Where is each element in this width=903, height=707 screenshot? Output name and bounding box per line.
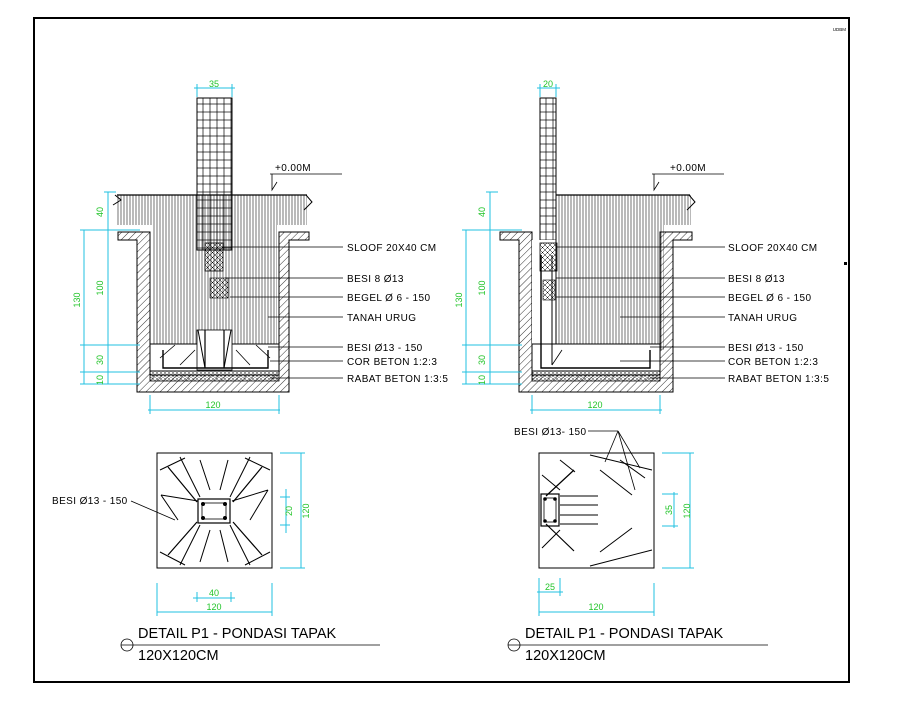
right-plan-dim-120h: 120 <box>588 602 603 612</box>
right-title: DETAIL P1 - PONDASI TAPAK <box>525 626 724 642</box>
right-level-label: +0.00M <box>670 163 706 174</box>
right-dim-col: 20 <box>543 79 553 89</box>
right-plan-dimensions: 35 120 25 120 <box>537 452 694 616</box>
right-subtitle: 120X120CM <box>525 648 606 664</box>
right-dim-width: 120 <box>587 400 602 410</box>
left-subtitle: 120X120CM <box>138 648 219 664</box>
right-section-view <box>499 97 696 393</box>
right-column <box>539 97 557 259</box>
right-label-besi13: BESI Ø13 - 150 <box>728 343 804 354</box>
sheet-border <box>33 17 850 683</box>
left-dim-10: 10 <box>95 375 105 385</box>
left-label-besi8: BESI 8 Ø13 <box>347 274 404 285</box>
left-sloof <box>204 242 224 272</box>
left-dim-130: 130 <box>72 292 82 307</box>
right-label-besi8: BESI 8 Ø13 <box>728 274 785 285</box>
right-label-rabat: RABAT BETON 1:3:5 <box>728 374 829 385</box>
left-lean-concrete <box>149 370 280 382</box>
right-labels: SLOOF 20X40 CM BESI 8 Ø13 BEGEL Ø 6 - 15… <box>556 243 829 385</box>
left-plan-dim-40: 40 <box>209 588 219 598</box>
left-plan-dimensions: 20 120 40 120 <box>156 452 311 616</box>
left-label-sloof: SLOOF 20X40 CM <box>347 243 437 254</box>
left-dim-width: 120 <box>205 400 220 410</box>
left-plan-view <box>156 452 273 569</box>
right-plan-label: BESI Ø13- 150 <box>514 427 586 438</box>
right-label-begel: BEGEL Ø 6 - 150 <box>728 293 811 304</box>
right-label-sloof: SLOOF 20X40 CM <box>728 243 818 254</box>
left-dim-30: 30 <box>95 355 105 365</box>
left-rebar-bottom <box>162 350 269 369</box>
right-dim-40: 40 <box>477 207 487 217</box>
right-dim-30: 30 <box>477 355 487 365</box>
left-label-tanah: TANAH URUG <box>347 313 416 324</box>
right-plan-dim-35: 35 <box>664 505 674 515</box>
left-dim-100: 100 <box>95 280 105 295</box>
left-dim-40: 40 <box>95 207 105 217</box>
right-plan-dim-25: 25 <box>545 582 555 592</box>
left-dim-col: 35 <box>209 79 219 89</box>
right-label-tanah: TANAH URUG <box>728 313 797 324</box>
right-plan-view <box>538 452 655 569</box>
right-dimensions: 20 40 100 130 30 10 120 <box>454 79 662 414</box>
left-plan-dim-120h: 120 <box>206 602 221 612</box>
left-label-cor: COR BETON 1:2:3 <box>347 357 437 368</box>
right-plan-column <box>540 493 560 527</box>
left-plan-dim-20: 20 <box>284 506 294 516</box>
left-label-rabat: RABAT BETON 1:3:5 <box>347 374 448 385</box>
left-label-besi13: BESI Ø13 - 150 <box>347 343 423 354</box>
right-sloof <box>539 242 558 272</box>
right-plan-dim-120v: 120 <box>682 503 692 518</box>
left-level-label: +0.00M <box>275 163 311 174</box>
right-dim-130: 130 <box>454 292 464 307</box>
right-label-cor: COR BETON 1:2:3 <box>728 357 818 368</box>
corner-tag: UDBM <box>833 27 847 32</box>
left-title: DETAIL P1 - PONDASI TAPAK <box>138 626 337 642</box>
right-dim-10: 10 <box>477 375 487 385</box>
left-plan-dim-120v: 120 <box>301 503 311 518</box>
left-backfill <box>117 195 307 225</box>
left-label-begel: BEGEL Ø 6 - 150 <box>347 293 430 304</box>
left-dimensions: 35 40 100 130 30 10 120 <box>72 79 280 414</box>
left-labels: SLOOF 20X40 CM BESI 8 Ø13 BEGEL Ø 6 - 15… <box>222 243 448 385</box>
left-plan-label: BESI Ø13 - 150 <box>52 496 128 507</box>
right-dim-100: 100 <box>477 280 487 295</box>
edge-mark <box>844 262 847 265</box>
left-section-view <box>112 97 313 393</box>
